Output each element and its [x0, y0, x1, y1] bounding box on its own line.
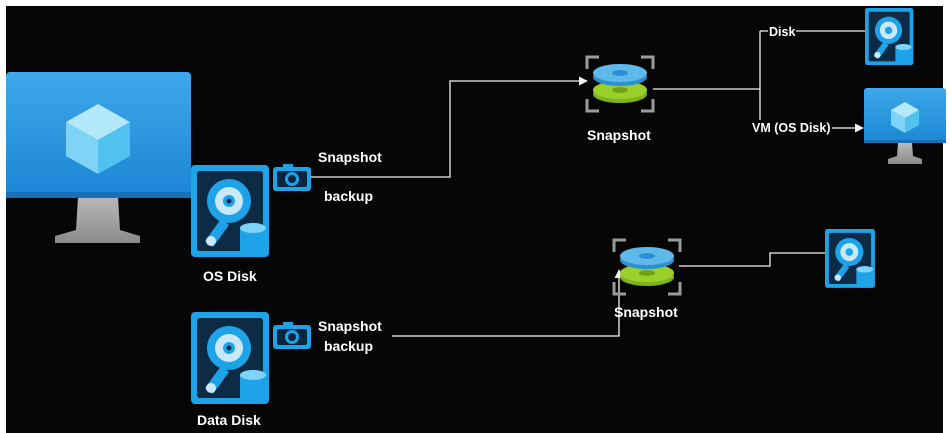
edge-label-data-snapshot: Snapshot	[318, 318, 382, 334]
managed-disk-icon	[191, 312, 269, 404]
camera-icon	[273, 164, 311, 191]
edge-label-vm-os-disk: VM (OS Disk)	[751, 120, 832, 136]
camera-icon	[273, 322, 311, 349]
snapshot-icon	[612, 238, 682, 296]
os-disk-label: OS Disk	[203, 268, 257, 284]
managed-disk-icon	[191, 165, 269, 257]
edge-label-disk: Disk	[768, 24, 797, 40]
edge-label-data-backup: backup	[324, 338, 374, 354]
data-disk-label: Data Disk	[197, 412, 261, 428]
edge-label-os-snapshot: Snapshot	[318, 149, 382, 165]
managed-disk-icon	[865, 8, 914, 66]
managed-disk-icon	[825, 229, 875, 288]
edge-data-to-snapshot	[392, 269, 624, 337]
edge-os-to-snapshot	[305, 76, 588, 178]
edge-label-os-backup: backup	[324, 188, 374, 204]
virtual-machine-icon	[6, 72, 191, 243]
snapshot-os-label: Snapshot	[587, 127, 651, 143]
virtual-machine-icon	[864, 88, 946, 164]
snapshot-icon	[585, 55, 655, 113]
edge-snapshot-to-restored-disk	[679, 248, 851, 267]
snapshot-data-label: Snapshot	[614, 304, 678, 320]
connectors	[305, 26, 878, 337]
